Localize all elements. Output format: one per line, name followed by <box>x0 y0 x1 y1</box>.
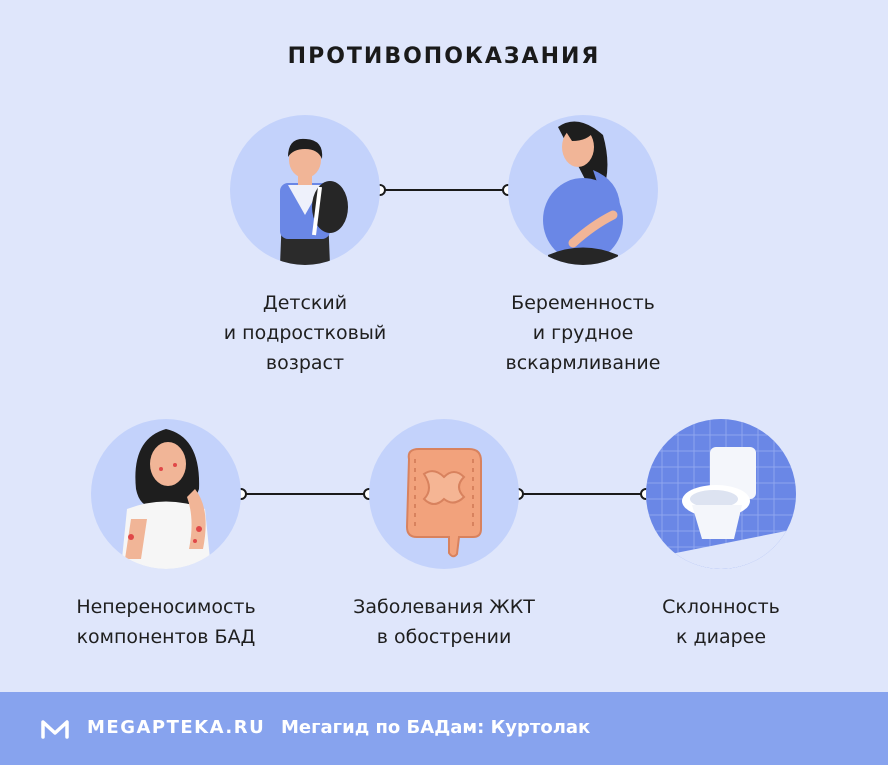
toilet-icon <box>646 419 796 569</box>
item-children-circle <box>230 115 380 265</box>
page-title: ПРОТИВОПОКАЗАНИЯ <box>287 44 601 69</box>
item-intolerance-circle <box>91 419 241 569</box>
item-pregnancy-caption: Беременность и грудное вскармливание <box>505 292 661 374</box>
item-children-caption: Детский и подростковый возраст <box>223 292 387 374</box>
footer-brand: MEGAPTEKA.RU <box>87 717 266 738</box>
item-pregnancy-circle <box>508 115 658 265</box>
allergy-woman-icon <box>121 429 211 569</box>
schoolboy-icon <box>280 138 348 265</box>
intestine-icon <box>405 448 482 558</box>
item-intolerance-caption: Непереносимость компонентов БАД <box>76 596 256 648</box>
pregnant-woman-icon <box>543 121 623 265</box>
megapteka-logo-icon <box>41 720 69 739</box>
footer-bar: MEGAPTEKA.RU Мегагид по БАДам: Куртолак <box>0 692 888 765</box>
item-diarrhea-circle <box>646 419 796 569</box>
item-gi-disease-circle <box>369 419 519 569</box>
item-gi-disease-caption: Заболевания ЖКТ в обострении <box>353 596 535 648</box>
item-diarrhea-caption: Склонность к диарее <box>662 596 780 648</box>
footer-subtitle: Мегагид по БАДам: Куртолак <box>281 717 591 738</box>
